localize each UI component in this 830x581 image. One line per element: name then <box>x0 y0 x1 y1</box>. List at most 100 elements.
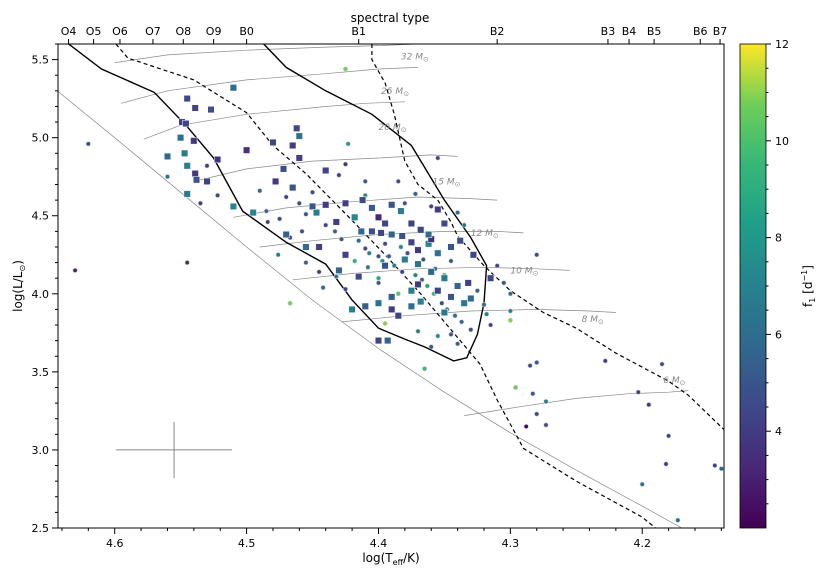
square-point-59 <box>427 268 435 276</box>
circle-point-103 <box>448 331 454 337</box>
square-point-49 <box>398 232 406 240</box>
square-point-61 <box>454 282 462 290</box>
circle-point-70 <box>718 466 724 472</box>
circle-point-65 <box>666 433 672 439</box>
square-point-48 <box>388 230 396 239</box>
square-point-13 <box>192 176 201 184</box>
circle-point-78 <box>455 210 461 216</box>
square-point-24 <box>272 177 280 185</box>
circle-point-83 <box>356 238 362 244</box>
square-point-22 <box>295 154 303 162</box>
square-point-20 <box>295 132 303 140</box>
circle-point-61 <box>602 358 608 364</box>
square-point-40 <box>388 201 396 209</box>
circle-point-27 <box>391 263 397 269</box>
circle-point-47 <box>507 317 513 323</box>
square-point-23 <box>279 165 288 173</box>
track-label-3: 15 M⊙ <box>433 178 461 189</box>
circle-point-20 <box>342 286 348 292</box>
spectral-label-B1: B1 <box>351 25 366 38</box>
track-label-5: 10 M⊙ <box>510 267 538 278</box>
square-point-0 <box>183 95 191 103</box>
square-point-8 <box>181 149 189 157</box>
circle-point-7 <box>287 300 293 306</box>
evolution-tracks-layer <box>114 44 689 416</box>
x-tick-label-1: 4.5 <box>238 537 256 550</box>
square-point-39 <box>381 219 389 228</box>
zams-line-layer <box>58 90 682 528</box>
spectral-label-O9: O9 <box>206 25 222 38</box>
circle-point-54 <box>543 398 549 404</box>
circle-point-85 <box>375 280 381 286</box>
plot-frame <box>57 43 725 529</box>
circle-point-14 <box>303 260 309 266</box>
square-point-82 <box>384 337 392 345</box>
track-label-4: 12 M⊙ <box>471 229 499 240</box>
circle-point-59 <box>534 359 540 365</box>
square-point-11 <box>214 155 222 164</box>
circle-point-55 <box>534 411 540 417</box>
square-point-5 <box>229 84 237 92</box>
circle-point-50 <box>507 308 513 314</box>
circle-point-88 <box>420 256 426 262</box>
circle-point-52 <box>527 363 533 369</box>
circle-point-26 <box>386 253 392 259</box>
circle-point-37 <box>459 319 465 325</box>
x-tick-label-4: 4.2 <box>633 537 651 550</box>
square-point-21 <box>289 141 297 150</box>
square-point-6 <box>177 134 185 142</box>
y-tick-label-4: 4.5 <box>32 210 50 223</box>
square-point-88 <box>414 280 422 288</box>
circle-point-11 <box>275 252 281 258</box>
square-point-71 <box>381 262 389 270</box>
instability-boundaries-layer <box>68 44 724 528</box>
square-point-4 <box>182 120 190 128</box>
square-point-33 <box>332 218 340 226</box>
circle-point-39 <box>382 320 388 326</box>
square-point-10 <box>183 162 191 170</box>
square-point-19 <box>293 124 301 132</box>
square-point-55 <box>456 237 464 245</box>
circle-point-13 <box>299 228 305 234</box>
track-label-7: 6 M⊙ <box>663 376 685 387</box>
top-axis-label: spectral type <box>351 11 430 25</box>
spectral-label-B7: B7 <box>713 25 728 38</box>
circle-point-76 <box>395 178 401 184</box>
square-point-87 <box>425 230 433 239</box>
circle-point-44 <box>455 341 461 347</box>
square-point-51 <box>414 246 422 254</box>
square-point-31 <box>282 230 290 239</box>
spectral-label-O5: O5 <box>86 25 102 38</box>
circle-point-42 <box>428 344 434 350</box>
circle-point-84 <box>365 264 371 270</box>
spectral-label-B6: B6 <box>693 25 708 38</box>
square-point-35 <box>351 213 359 221</box>
y-tick-label-5: 5.0 <box>32 132 50 145</box>
circle-point-1 <box>85 141 91 147</box>
circle-point-93 <box>336 172 342 178</box>
x-tick-label-0: 4.6 <box>106 537 124 550</box>
square-point-65 <box>460 299 468 307</box>
data-points-layer <box>72 66 724 523</box>
square-point-74 <box>417 298 425 306</box>
evolution-track-8 <box>464 390 689 416</box>
square-point-7 <box>190 137 198 145</box>
square-point-27 <box>308 202 317 210</box>
circle-point-49 <box>501 280 507 286</box>
colorbar-tick-label-1: 6 <box>775 328 782 341</box>
circle-point-53 <box>530 391 536 397</box>
circle-point-0 <box>72 267 78 273</box>
square-point-47 <box>377 229 385 237</box>
circle-point-21 <box>352 258 358 264</box>
square-point-78 <box>361 302 369 310</box>
evolution-track-5 <box>259 231 524 248</box>
spectral-label-O8: O8 <box>175 25 191 38</box>
circle-point-8 <box>263 208 269 214</box>
error-bar-layer <box>116 421 233 479</box>
square-point-68 <box>335 266 343 274</box>
circle-point-77 <box>412 191 418 197</box>
circle-point-41 <box>415 328 421 334</box>
evolution-track-4 <box>233 196 498 218</box>
